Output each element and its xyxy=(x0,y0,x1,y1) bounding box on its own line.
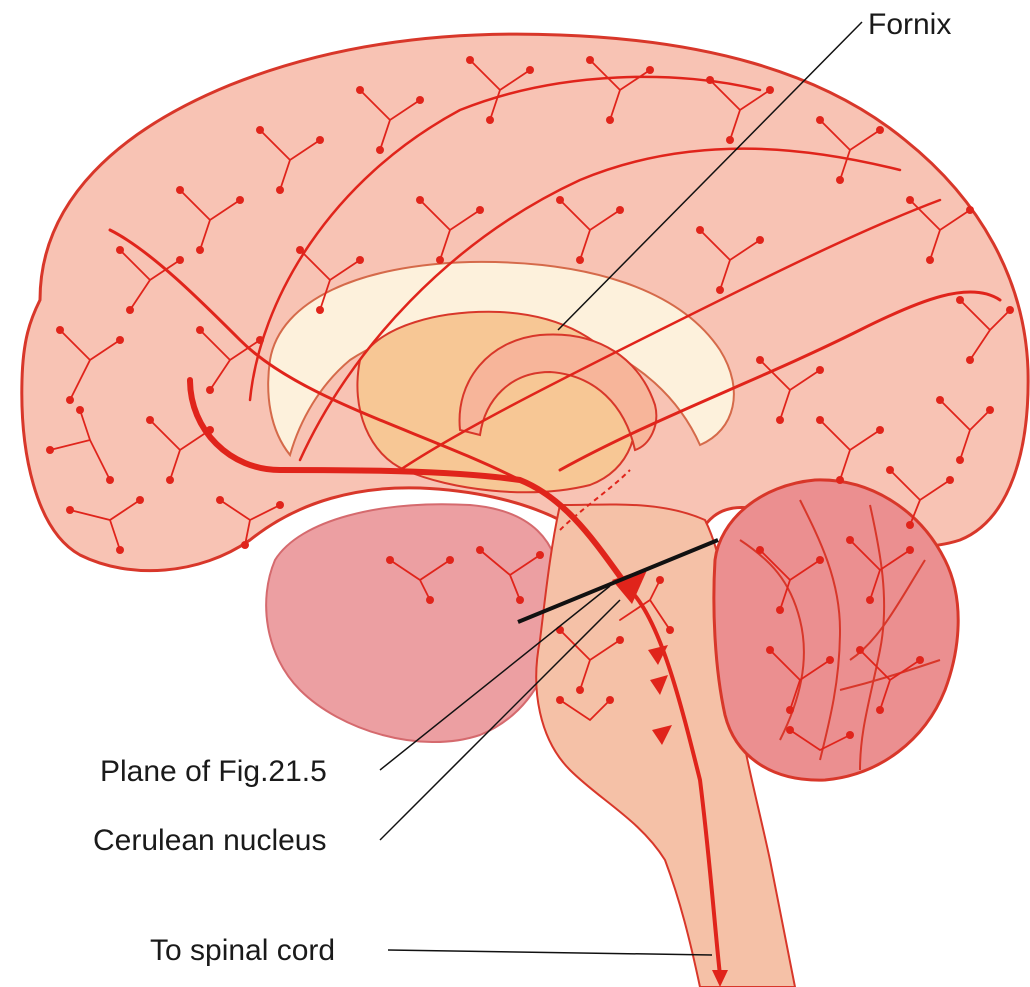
fornix-label: Fornix xyxy=(868,10,951,40)
cerulean-nucleus-label: Cerulean nucleus xyxy=(93,826,326,856)
temporal-lobe xyxy=(266,504,560,742)
cerebellum xyxy=(714,480,958,780)
spinal-cord-label: To spinal cord xyxy=(150,936,335,966)
plane-label: Plane of Fig.21.5 xyxy=(100,757,327,787)
